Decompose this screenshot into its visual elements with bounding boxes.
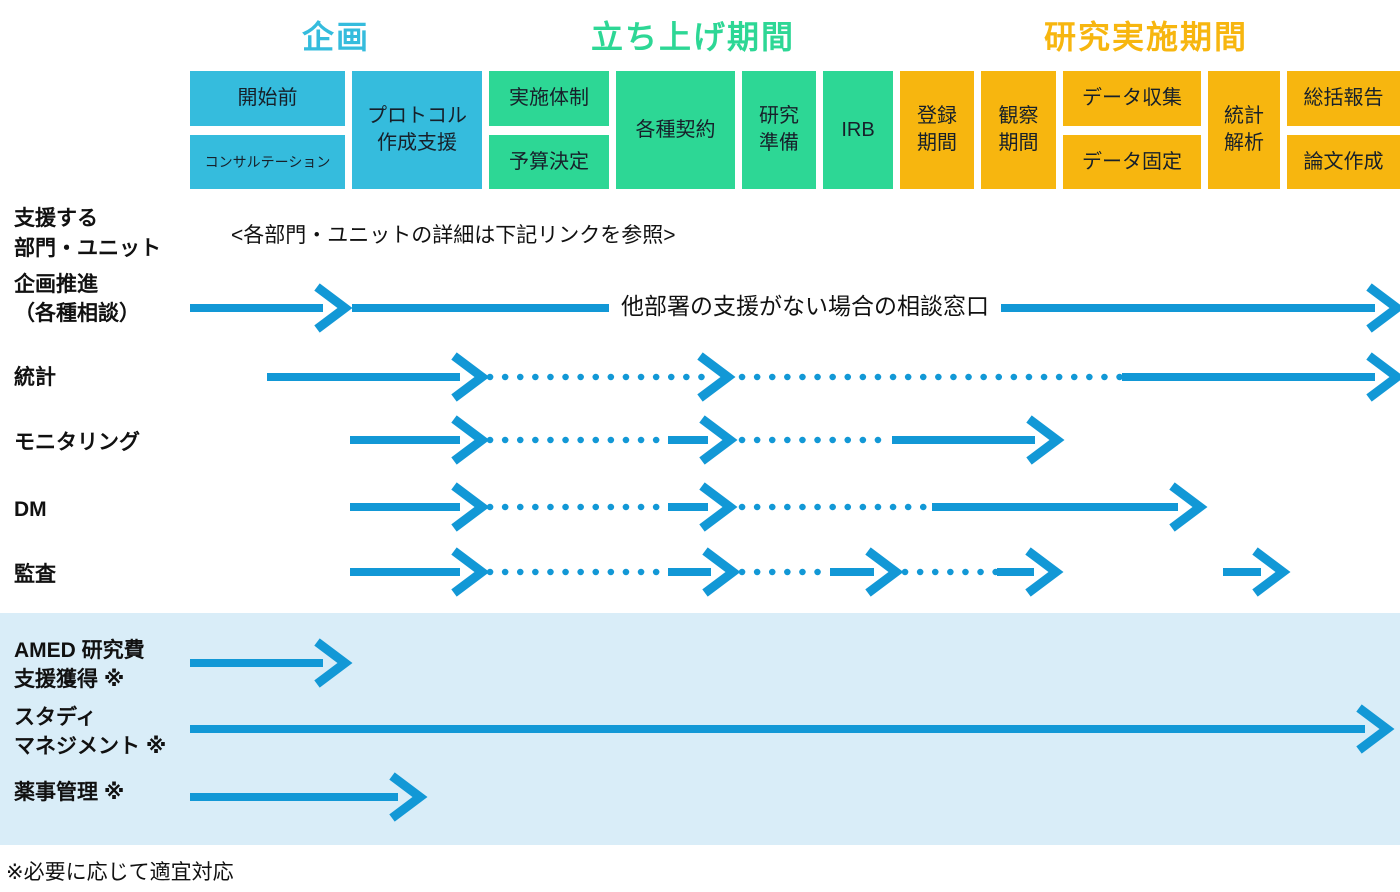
row-label-amed: AMED 研究費 支援獲得 ※	[14, 639, 145, 691]
phase-box-stat-analysis: 統計 解析	[1208, 71, 1280, 189]
phase-box-budget: 予算決定	[489, 135, 609, 189]
phase-box-final-report: 総括報告	[1287, 71, 1400, 126]
row-label-monitoring: モニタリング	[14, 431, 140, 454]
row-label-study-management: スタディ マネジメント ※	[14, 706, 167, 758]
section-label-support-units: 支援する 部門・ユニット	[14, 207, 161, 260]
row-label-statistics: 統計	[14, 366, 56, 389]
phase-box-consultation: コンサルテーション	[190, 135, 345, 189]
header-startup-period: 立ち上げ期間	[590, 19, 796, 55]
row-label-planning-promotion: 企画推進 （各種相談）	[14, 273, 140, 325]
consultation-window-annotation: 他部署の支援がない場合の相談窓口	[609, 287, 1001, 325]
units-detail-note: <各部門・ユニットの詳細は下記リンクを参照>	[231, 224, 676, 247]
phase-box-protocol-support: プロトコル 作成支援	[352, 71, 482, 189]
phase-box-preparation: 研究 準備	[742, 71, 816, 189]
footnote: ※必要に応じて適宜対応	[6, 861, 234, 884]
phase-box-pre-start: 開始前	[190, 71, 345, 126]
phase-box-paper-writing: 論文作成	[1287, 135, 1400, 189]
header-conduct-period: 研究実施期間	[1043, 19, 1249, 55]
header-planning: 企画	[301, 19, 371, 55]
phase-box-enrollment: 登録 期間	[900, 71, 974, 189]
phase-box-data-lock: データ固定	[1063, 135, 1201, 189]
phase-box-data-collection: データ収集	[1063, 71, 1201, 126]
phase-box-irb: IRB	[823, 71, 893, 189]
phase-box-contracts: 各種契約	[616, 71, 735, 189]
row-label-dm: DM	[14, 498, 47, 521]
phase-box-structure: 実施体制	[489, 71, 609, 126]
phase-box-observation: 観察 期間	[981, 71, 1056, 189]
row-label-regulatory: 薬事管理 ※	[14, 781, 125, 804]
row-label-audit: 監査	[14, 563, 56, 586]
